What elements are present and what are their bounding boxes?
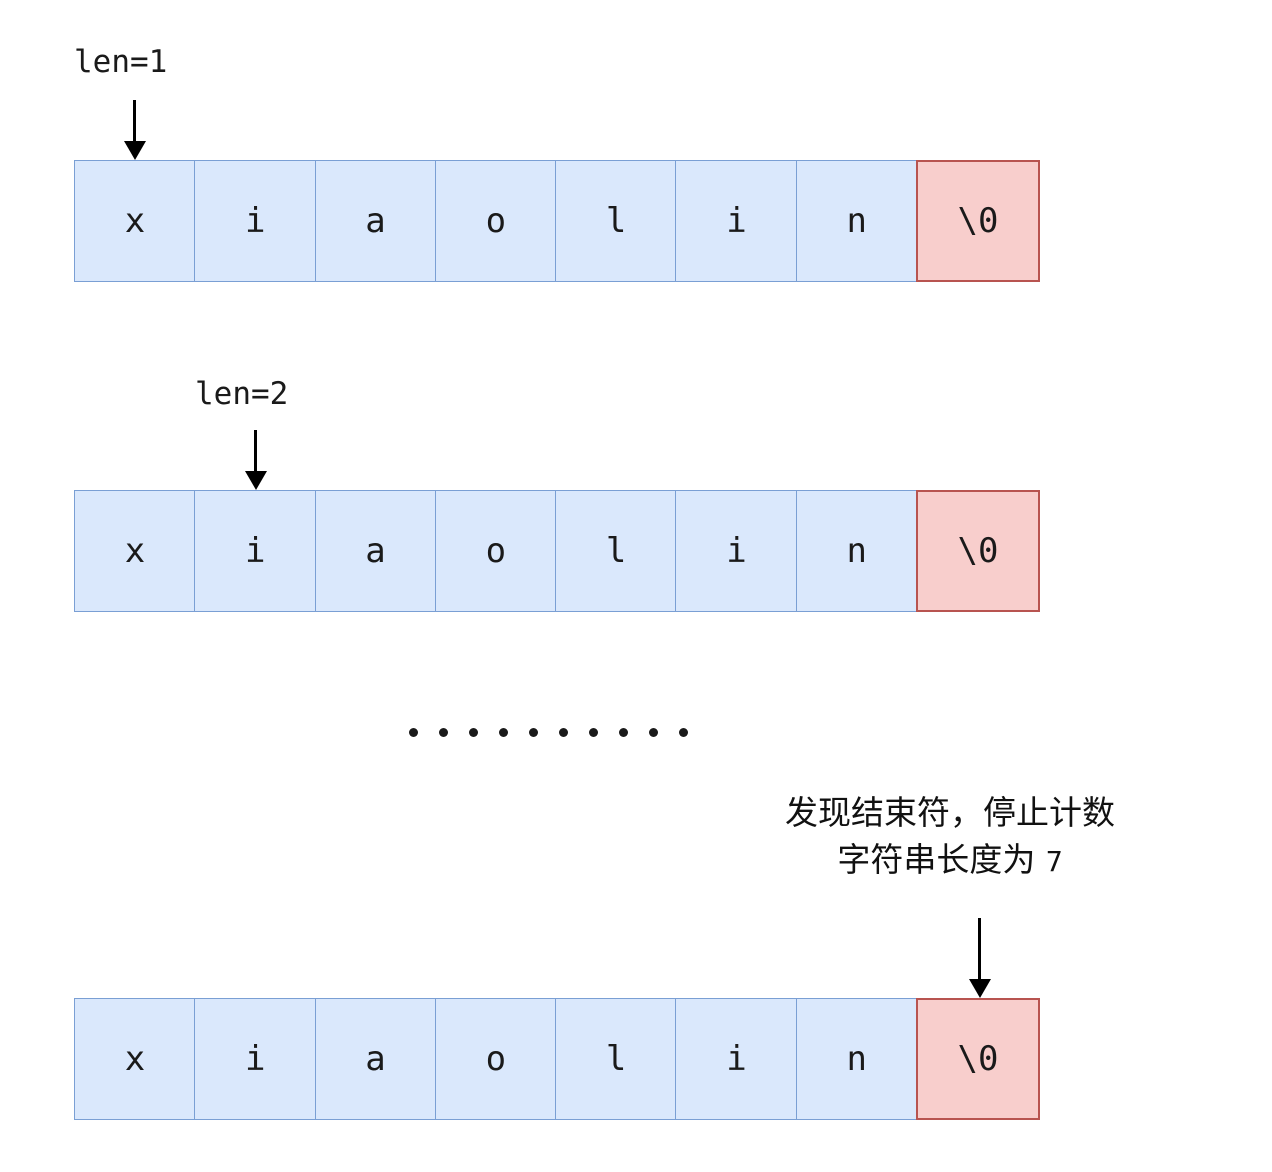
string-cell: n (795, 160, 918, 282)
arrow-shaft (978, 918, 981, 980)
string-cell: a (314, 998, 437, 1120)
string-cell: x (74, 490, 196, 612)
ellipsis-dot (409, 728, 418, 737)
string-cell: o (434, 490, 557, 612)
string-row-2: x i a o l i n \0 (74, 490, 1040, 612)
ellipsis-dot (619, 728, 628, 737)
string-cell: x (74, 160, 196, 282)
string-terminator-cell: \0 (916, 998, 1040, 1120)
string-cell: l (555, 998, 678, 1120)
string-cell: l (555, 160, 678, 282)
arrow-head (123, 141, 146, 160)
ellipsis-dot (499, 728, 508, 737)
string-cell: a (314, 490, 437, 612)
pointer-arrow-row1 (74, 100, 195, 160)
ellipsis-dot (469, 728, 478, 737)
result-annotation: 发现结束符，停止计数 字符串长度为 7 (735, 790, 1165, 884)
arrow-shaft (254, 430, 257, 472)
string-cell: x (74, 998, 196, 1120)
pointer-arrow-row3 (919, 918, 1040, 998)
ellipsis-dot (559, 728, 568, 737)
pointer-arrow-row2 (195, 430, 316, 490)
string-cell: n (795, 490, 918, 612)
len-label-row1: len=1 (74, 44, 168, 80)
string-terminator-cell: \0 (916, 160, 1040, 282)
string-cell: i (675, 160, 798, 282)
string-row-1: x i a o l i n \0 (74, 160, 1040, 282)
string-cell: i (194, 998, 317, 1120)
string-cell: n (795, 998, 918, 1120)
arrow-head (968, 979, 991, 998)
annotation-line-1: 发现结束符，停止计数 (785, 793, 1115, 832)
annotation-line-2-prefix: 字符串长度为 (837, 839, 1036, 879)
string-length-value: 7 (1045, 844, 1063, 878)
string-cell: l (555, 490, 678, 612)
string-cell: o (434, 160, 557, 282)
ellipsis-dot (589, 728, 598, 737)
string-cell: o (434, 998, 557, 1120)
string-cell: i (675, 998, 798, 1120)
string-terminator-cell: \0 (916, 490, 1040, 612)
ellipsis-dot (649, 728, 658, 737)
ellipsis-dot (679, 728, 688, 737)
arrow-shaft (133, 100, 136, 142)
ellipsis-dot (439, 728, 448, 737)
ellipsis-dots (409, 728, 688, 737)
string-cell: i (194, 160, 317, 282)
string-cell: a (314, 160, 437, 282)
string-cell: i (194, 490, 317, 612)
string-cell: i (675, 490, 798, 612)
len-label-row2: len=2 (195, 376, 289, 412)
string-row-3: x i a o l i n \0 (74, 998, 1040, 1120)
arrow-head (244, 471, 267, 490)
annotation-line-2: 字符串长度为 7 (735, 837, 1165, 884)
ellipsis-dot (529, 728, 538, 737)
